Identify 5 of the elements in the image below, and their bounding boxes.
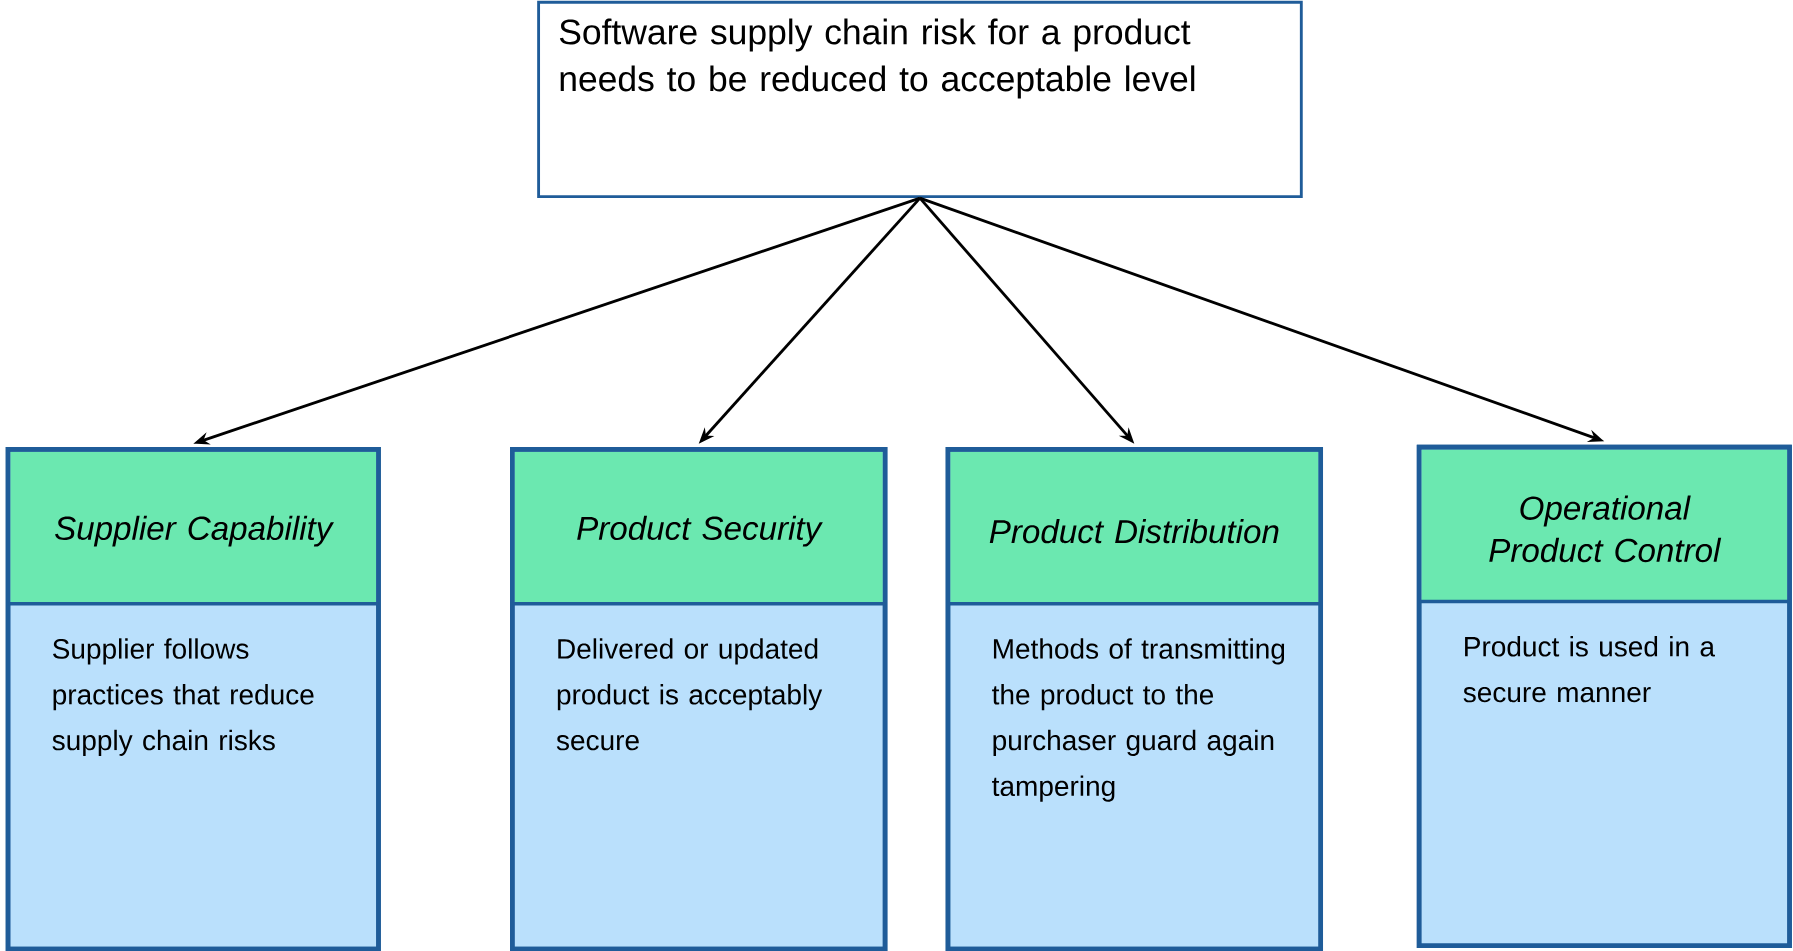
category-card: Product Distribution Methods of transmitting the product to the purchaser guard again tampering xyxy=(945,446,1324,951)
category-card: Supplier Capability Supplier follows practices that reduce supply chain risks xyxy=(5,446,381,951)
category-card: Product Security Delivered or updated product is acceptably secure xyxy=(510,446,888,951)
goal-box: Software supply chain risk for a product needs to be reduced to acceptable level xyxy=(537,0,1303,198)
category-card: Operational Product Control Product is used in a secure manner xyxy=(1416,444,1792,948)
